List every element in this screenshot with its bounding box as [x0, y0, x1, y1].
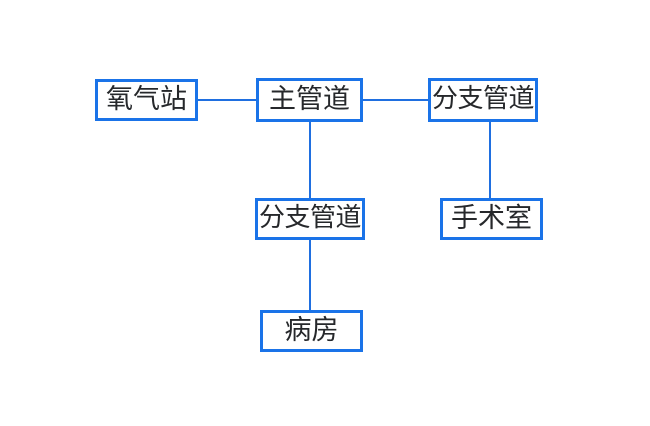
edge-branch-pipe-right-to-operating-room	[489, 121, 491, 199]
node-operating-room-label: 手术室	[451, 202, 532, 234]
node-ward-label: 病房	[284, 314, 339, 346]
node-operating-room[interactable]: 手术室	[440, 198, 543, 240]
node-ward[interactable]: 病房	[260, 310, 363, 352]
node-branch-pipe-right-label: 分支管道	[431, 84, 535, 114]
edge-oxygen-station-to-main-pipe	[197, 99, 257, 101]
edge-main-pipe-to-branch-pipe-right	[362, 99, 429, 101]
node-branch-pipe-middle[interactable]: 分支管道	[255, 198, 365, 240]
node-branch-pipe-right[interactable]: 分支管道	[428, 78, 538, 122]
node-oxygen-station-label: 氧气站	[106, 83, 187, 115]
node-main-pipe-label: 主管道	[269, 83, 350, 115]
edge-branch-pipe-middle-to-ward	[309, 239, 311, 311]
node-main-pipe[interactable]: 主管道	[256, 78, 363, 122]
node-branch-pipe-middle-label: 分支管道	[258, 203, 362, 233]
edge-main-pipe-to-branch-pipe-middle	[309, 121, 311, 199]
node-oxygen-station[interactable]: 氧气站	[95, 79, 198, 121]
